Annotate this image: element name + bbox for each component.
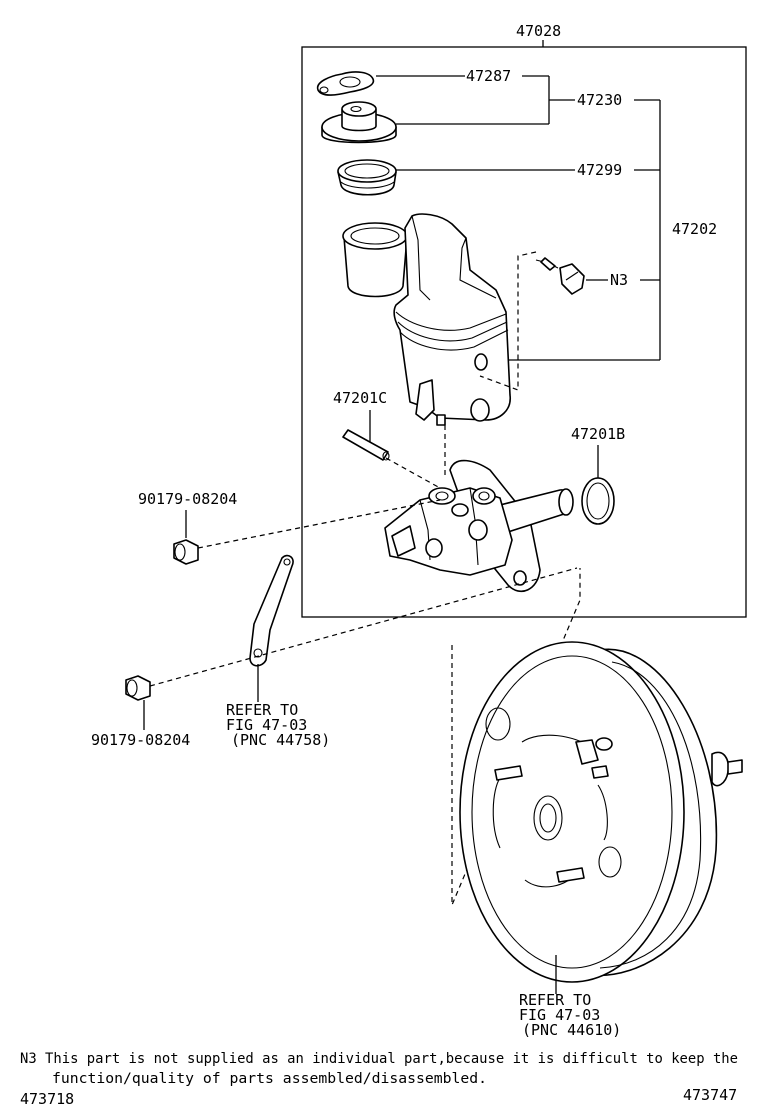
reservoir-cap-icon[interactable] xyxy=(321,101,397,144)
label-47287[interactable]: 47287 xyxy=(466,67,511,85)
label-47230[interactable]: 47230 xyxy=(577,91,622,109)
label-47202[interactable]: 47202 xyxy=(672,220,717,238)
straight-pin-icon[interactable] xyxy=(342,429,390,461)
flange-nut-icon[interactable] xyxy=(125,675,151,701)
footnote-line1: N3 This part is not supplied as an indiv… xyxy=(20,1051,738,1067)
reservoir-strainer-icon[interactable] xyxy=(337,159,397,196)
refer-booster-line2[interactable]: FIG 47-03 xyxy=(519,1006,600,1024)
nut-lower-guide xyxy=(149,567,578,687)
footer-code-left: 473718 xyxy=(20,1090,74,1108)
refer-bracket-line2[interactable]: FIG 47-03 xyxy=(226,716,307,734)
flange-nut-icon[interactable] xyxy=(173,539,199,565)
pin-guide xyxy=(385,457,441,489)
label-n3[interactable]: N3 xyxy=(610,271,628,289)
reservoir-grommet-icon[interactable] xyxy=(535,257,585,295)
refer-bracket-line1[interactable]: REFER TO xyxy=(226,701,298,719)
brake-master-cylinder-icon[interactable] xyxy=(384,459,574,593)
footer-code-right: 473747 xyxy=(683,1086,737,1104)
label-nut-upper[interactable]: 90179-08204 xyxy=(138,490,237,508)
label-47028[interactable]: 47028 xyxy=(516,22,561,40)
bracket-icon[interactable] xyxy=(249,554,294,667)
grommet-guide xyxy=(479,251,537,391)
label-47201c[interactable]: 47201C xyxy=(333,389,387,407)
footnote-line2: function/quality of parts assembled/disa… xyxy=(52,1071,487,1087)
refer-bracket-line3[interactable]: (PNC 44758) xyxy=(231,731,330,749)
label-47299[interactable]: 47299 xyxy=(577,161,622,179)
brake-fluid-reservoir-icon[interactable] xyxy=(342,213,511,426)
refer-booster-line3[interactable]: (PNC 44610) xyxy=(522,1021,621,1039)
refer-booster-line1[interactable]: REFER TO xyxy=(519,991,591,1009)
brake-booster-icon[interactable] xyxy=(459,641,743,983)
o-ring-icon[interactable] xyxy=(581,477,615,525)
reservoir-cap-gasket-icon[interactable] xyxy=(316,71,375,96)
label-nut-lower[interactable]: 90179-08204 xyxy=(91,731,190,749)
label-47201b[interactable]: 47201B xyxy=(571,425,625,443)
assembly-47028-frame xyxy=(301,46,747,618)
